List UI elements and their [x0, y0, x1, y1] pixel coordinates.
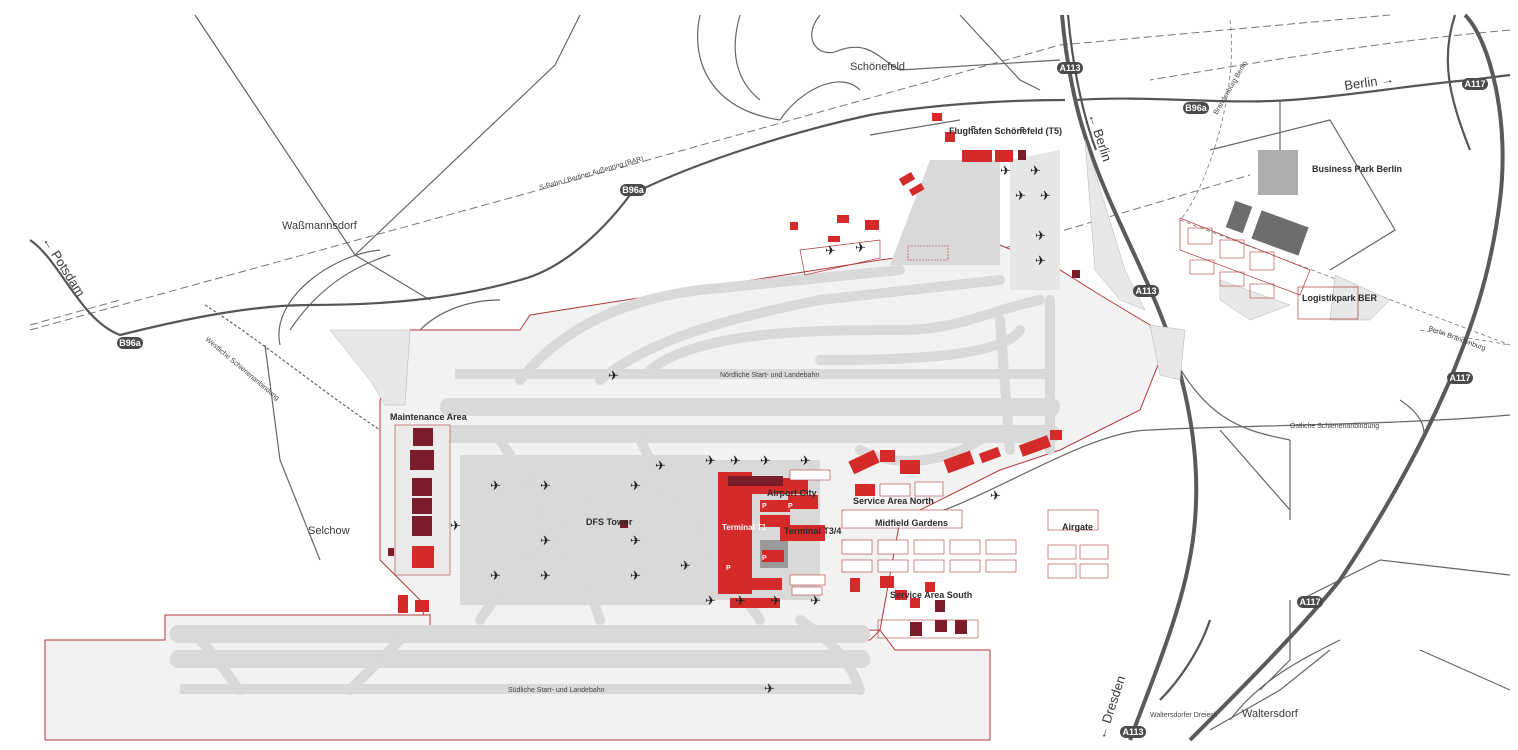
aircraft-icon: ✈	[540, 533, 551, 548]
aircraft-icon: ✈	[490, 478, 501, 493]
airgate-label: Airgate	[1062, 522, 1093, 532]
svg-text:A113: A113	[1059, 63, 1080, 73]
place-waltersdorfer-dreieck: Waltersdorfer Dreieck	[1150, 712, 1218, 719]
direction-berlin-b96a: Berlin →	[1343, 71, 1394, 93]
shield-a117-bottom: A117	[1297, 596, 1323, 608]
business-park	[1179, 150, 1359, 320]
t5-area	[790, 113, 1080, 278]
aircraft-icon: ✈	[630, 533, 641, 548]
maintenance-area	[388, 424, 451, 613]
aircraft-markers: ✈ ✈ ✈ ✈ ✈ ✈ ✈ ✈ ✈ ✈ ✈ ✈ ✈ ✈ ✈ ✈ ✈ ✈ ✈ ✈ …	[450, 163, 1051, 696]
shield-b96a-left: B96a	[117, 337, 143, 349]
rail-label-west: Westliche Schienenanbindung	[204, 336, 281, 402]
aircraft-icon: ✈	[608, 368, 619, 383]
shield-a113-bottom: A113	[1120, 726, 1146, 738]
airport-ground	[44, 139, 1391, 741]
road-b96a	[29, 73, 1511, 337]
shield-a117-mid: A117	[1447, 372, 1473, 384]
airport-city-label: Airport City	[767, 488, 817, 498]
terminal-t1-label: Terminal T1	[722, 523, 767, 532]
direction-potsdam: ← Potsdam	[39, 234, 88, 300]
aircraft-icon: ✈	[800, 453, 811, 468]
service-south-label: Service Area South	[890, 590, 972, 600]
aircraft-icon: ✈	[540, 478, 551, 493]
svg-text:B96a: B96a	[622, 185, 645, 195]
svg-text:A117: A117	[1299, 597, 1320, 607]
shield-b96a-mid: B96a	[620, 184, 646, 196]
aircraft-icon: ✈	[825, 243, 836, 258]
place-schoenefeld: Schönefeld	[850, 61, 905, 73]
svg-text:B96a: B96a	[119, 338, 142, 348]
service-area-south	[850, 576, 979, 639]
aircraft-icon: ✈	[760, 453, 771, 468]
place-berlin-brandenburg: Berlin Brandenburg	[1427, 325, 1486, 352]
aircraft-icon: ✈	[540, 568, 551, 583]
road-shields: A113 A113 A113 B96a B96a B96a A117 A117 …	[117, 62, 1488, 738]
aircraft-icon: ✈	[1035, 253, 1046, 268]
parking-label: P	[1020, 127, 1025, 134]
aircraft-icon: ✈	[1000, 163, 1011, 178]
parking-label: P	[762, 555, 767, 562]
rail-label-east: Östliche Schienenanbindung	[1290, 422, 1379, 430]
maintenance-label: Maintenance Area	[390, 412, 468, 422]
parking-label: P	[788, 503, 793, 510]
aircraft-icon: ✈	[1030, 163, 1041, 178]
service-north-label: Service Area North	[853, 496, 934, 506]
midfield-label: Midfield Gardens	[875, 518, 948, 528]
midfield-gardens	[841, 509, 1109, 579]
parking-markers: P P P P P P	[726, 126, 1025, 572]
aircraft-icon: ✈	[1040, 188, 1051, 203]
aircraft-icon: ✈	[630, 478, 641, 493]
aircraft-icon: ✈	[680, 558, 691, 573]
aircraft-icon: ✈	[1015, 188, 1026, 203]
shield-a113-top: A113	[1057, 62, 1083, 74]
place-wassmannsdorf: Waßmannsdorf	[282, 220, 358, 232]
airport-labels: Nördliche Start- und Landebahn Südliche …	[390, 126, 1093, 694]
aircraft-icon: ✈	[630, 568, 641, 583]
svg-text:A113: A113	[1122, 727, 1143, 737]
svg-text:B96a: B96a	[1185, 103, 1208, 113]
shield-a113-mid: A113	[1133, 285, 1159, 297]
shield-b96a-right: B96a	[1183, 102, 1209, 114]
east-rail-link	[840, 414, 1511, 521]
terminal-complex	[620, 469, 831, 608]
svg-text:A113: A113	[1135, 286, 1156, 296]
place-logistikpark: Logistikpark BER	[1302, 293, 1378, 303]
aircraft-icon: ✈	[764, 681, 775, 696]
background-roads	[194, 14, 1511, 731]
aircraft-icon: ✈	[705, 453, 716, 468]
aircraft-icon: ✈	[735, 593, 746, 608]
shield-a117-top: A117	[1462, 78, 1488, 90]
svg-text:A117: A117	[1449, 373, 1470, 383]
svg-text:A117: A117	[1464, 79, 1485, 89]
runway-north-label: Nördliche Start- und Landebahn	[720, 372, 819, 379]
parking-label: P	[971, 126, 976, 133]
aircraft-icon: ✈	[490, 568, 501, 583]
parking-label: P	[762, 503, 767, 510]
runway-south-label: Südliche Start- und Landebahn	[508, 687, 605, 694]
t5-label: Flughafen Schönefeld (T5)	[949, 126, 1062, 136]
service-area-north	[848, 430, 1062, 497]
aircraft-icon: ✈	[730, 453, 741, 468]
parking-label: P	[726, 565, 731, 572]
aircraft-icon: ✈	[855, 240, 866, 255]
terminal-t34-label: Terminal T3/4	[784, 526, 841, 536]
place-waltersdorf: Waltersdorf	[1242, 708, 1299, 720]
dfs-tower-label: DFS Tower	[586, 517, 633, 527]
aircraft-icon: ✈	[770, 593, 781, 608]
place-business-park: Business Park Berlin	[1312, 164, 1402, 174]
place-selchow: Selchow	[308, 525, 350, 537]
aircraft-icon: ✈	[810, 593, 821, 608]
aircraft-icon: ✈	[450, 518, 461, 533]
aircraft-icon: ✈	[1035, 228, 1046, 243]
aircraft-icon: ✈	[655, 458, 666, 473]
aircraft-icon: ✈	[705, 593, 716, 608]
aircraft-icon: ✈	[990, 488, 1001, 503]
